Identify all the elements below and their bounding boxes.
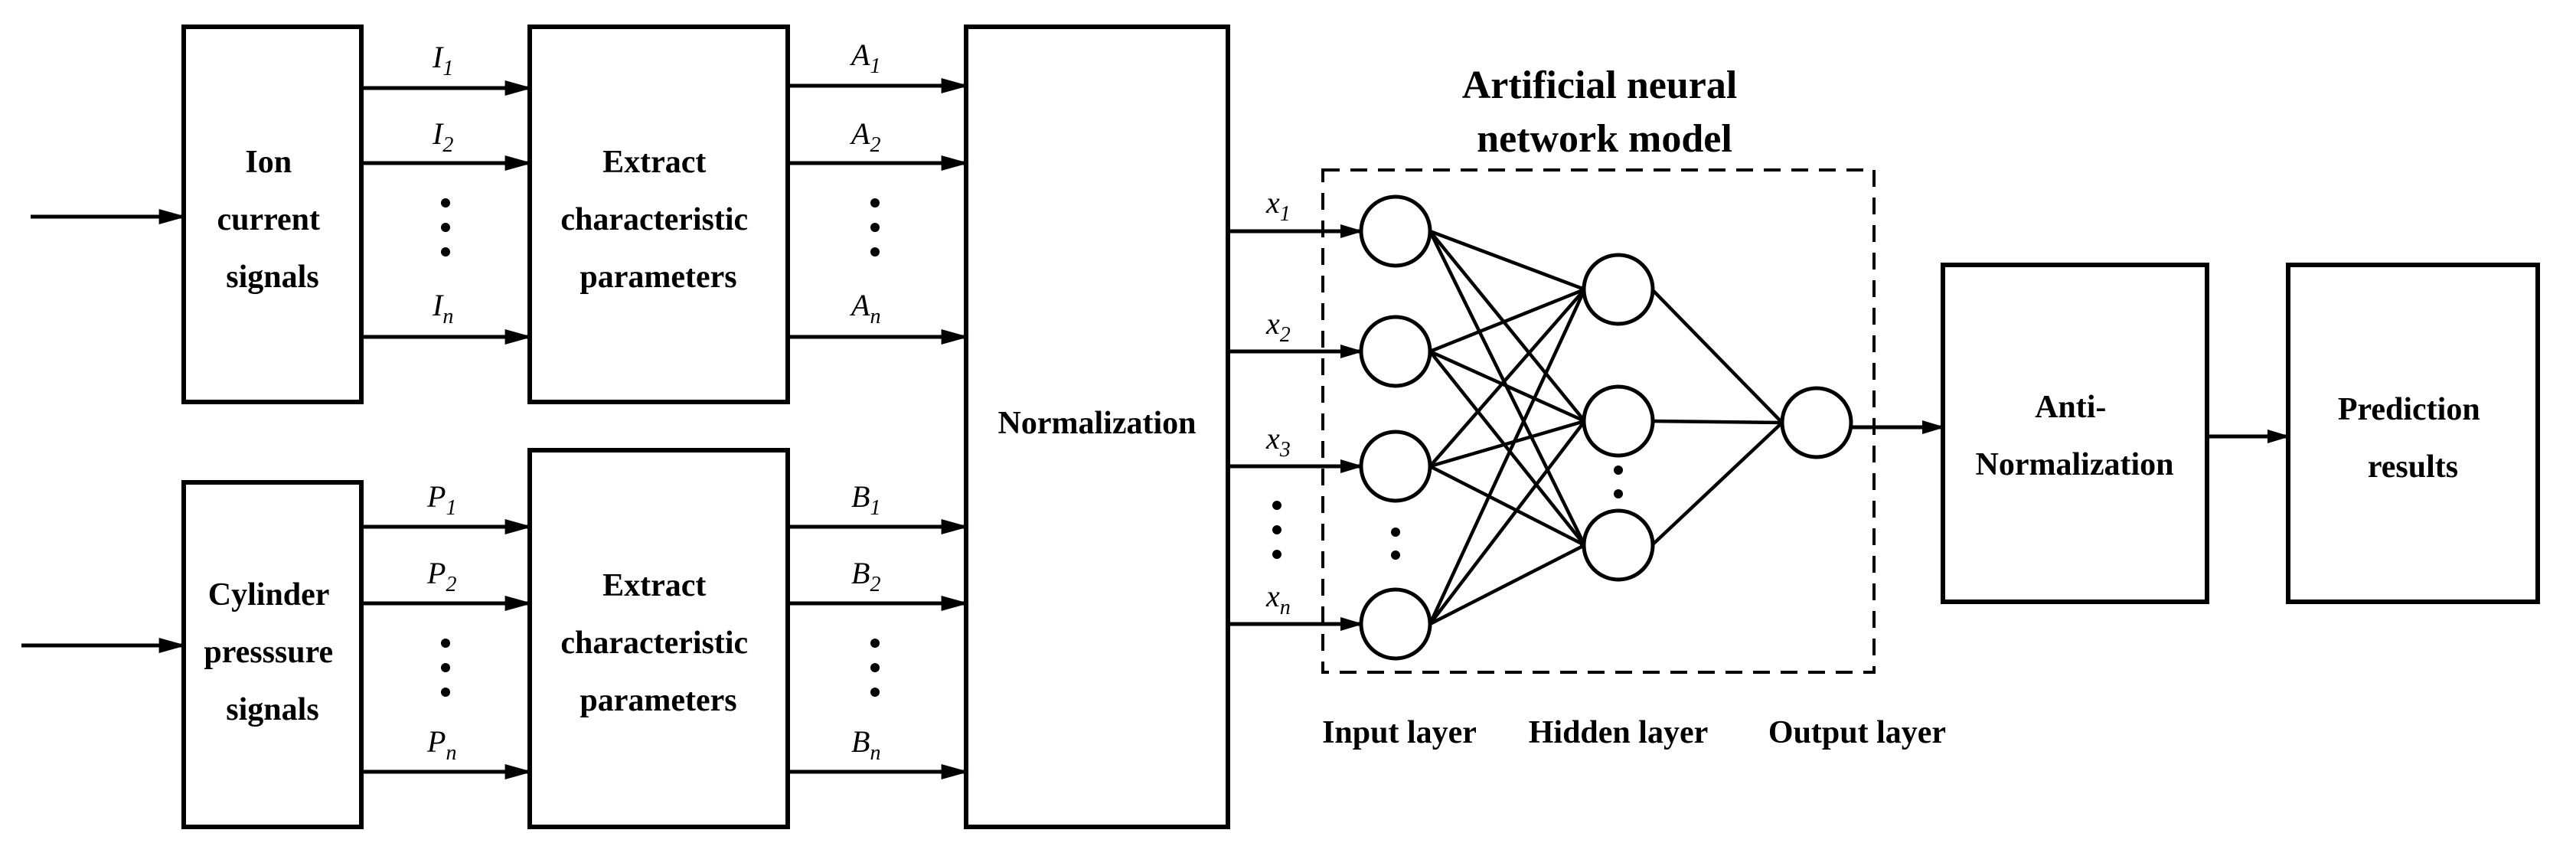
cylinder-block-label: Cylinder presssure signals [204, 577, 341, 727]
label-x3: x3 [1265, 421, 1291, 462]
ellipsis-pressure [441, 639, 450, 697]
hidden-node-1 [1582, 253, 1655, 326]
ion-current-signals-block [181, 25, 364, 404]
ann-model-frame [1321, 168, 1876, 674]
prediction-results-label: Prediction results [2338, 392, 2488, 485]
ellipsis-b [870, 639, 880, 697]
ann-title: Artificial neural network model [1462, 64, 1748, 161]
label-i1: I1 [432, 40, 453, 80]
input-node-1 [1359, 194, 1432, 268]
label-b1: B1 [851, 479, 880, 520]
input-node-3 [1359, 430, 1432, 503]
label-x2: x2 [1265, 306, 1291, 347]
cylinder-pressure-signals-block [181, 480, 364, 829]
ellipsis-x [1272, 501, 1281, 559]
label-b2: B2 [851, 556, 880, 596]
extract-parameters-top-block [527, 25, 790, 404]
label-xn: xn [1265, 579, 1291, 619]
hidden-node-2 [1582, 384, 1655, 458]
label-in: In [432, 288, 453, 328]
extract-parameters-bottom-block [527, 448, 790, 829]
input-node-2 [1359, 315, 1432, 388]
label-a1: A1 [849, 38, 880, 78]
label-pn: Pn [426, 724, 456, 765]
extract-bottom-label: Extract characteristic parameters [560, 568, 756, 718]
label-an: An [849, 288, 880, 328]
ellipsis-hidden-nodes [1614, 466, 1623, 498]
hidden-node-n [1582, 508, 1655, 582]
label-i2: I2 [432, 116, 453, 157]
ellipsis-input-nodes [1391, 528, 1400, 560]
prediction-results-block [2286, 263, 2540, 604]
input-layer-label: Input layer [1322, 715, 1477, 750]
input-node-n [1359, 587, 1432, 661]
output-layer-label: Output layer [1768, 715, 1946, 750]
ellipsis-a [870, 198, 880, 256]
label-bn: Bn [851, 724, 880, 765]
anti-normalization-block [1941, 263, 2209, 604]
extract-top-label: Extract characteristic parameters [560, 145, 756, 295]
label-p1: P1 [426, 479, 456, 520]
label-a2: A2 [849, 116, 880, 157]
anti-normalization-label: Anti- Normalization [1976, 390, 2174, 482]
normalization-label: Normalization [998, 406, 1197, 441]
hidden-layer-label: Hidden layer [1529, 715, 1709, 750]
hidden-output-connections [1650, 288, 1784, 547]
label-x1: x1 [1265, 185, 1291, 226]
input-hidden-connections [1428, 229, 1587, 626]
normalization-block [964, 25, 1230, 829]
ion-block-label: Ion current signals [217, 145, 328, 295]
output-node [1780, 386, 1853, 459]
ellipsis-ion [441, 198, 450, 256]
label-p2: P2 [426, 556, 456, 596]
